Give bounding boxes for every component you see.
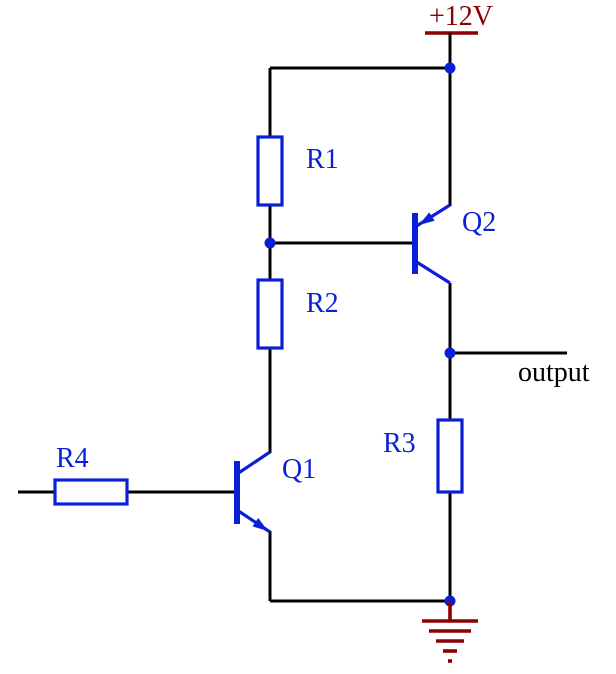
- resistor-r3-label: R3: [383, 428, 416, 459]
- q1-emitter-arrow: [252, 518, 268, 531]
- junctions: [264, 62, 456, 607]
- resistor-r4-body: [53, 478, 129, 506]
- transistor-q1: Q1: [234, 450, 316, 534]
- junction-dot: [264, 237, 276, 249]
- resistor-r4: R4: [53, 443, 129, 506]
- q2-emitter-arrow: [419, 212, 435, 225]
- power-label: +12V: [429, 1, 493, 32]
- junction-dot: [444, 62, 456, 74]
- resistor-r2-body: [256, 278, 284, 350]
- resistor-r3-body: [436, 418, 464, 494]
- wires: [18, 33, 567, 603]
- transistor-q2: Q2: [412, 203, 496, 285]
- transistor-q2-label: Q2: [462, 207, 496, 238]
- resistor-r4-label: R4: [56, 443, 89, 474]
- q2-collector-lead: [414, 259, 451, 285]
- resistor-r1: R1: [256, 135, 339, 207]
- output-label: output: [518, 357, 590, 388]
- junction-dot: [444, 347, 456, 359]
- resistor-r3: R3: [383, 418, 464, 494]
- resistor-r1-body: [256, 135, 284, 207]
- transistor-q1-label: Q1: [282, 454, 316, 485]
- power-symbol: +12V: [425, 1, 493, 35]
- resistor-r1-label: R1: [306, 144, 339, 175]
- q1-collector-lead: [236, 450, 271, 476]
- resistor-r2-label: R2: [306, 288, 339, 319]
- ground-symbol: [422, 601, 478, 663]
- resistor-r2: R2: [256, 278, 339, 350]
